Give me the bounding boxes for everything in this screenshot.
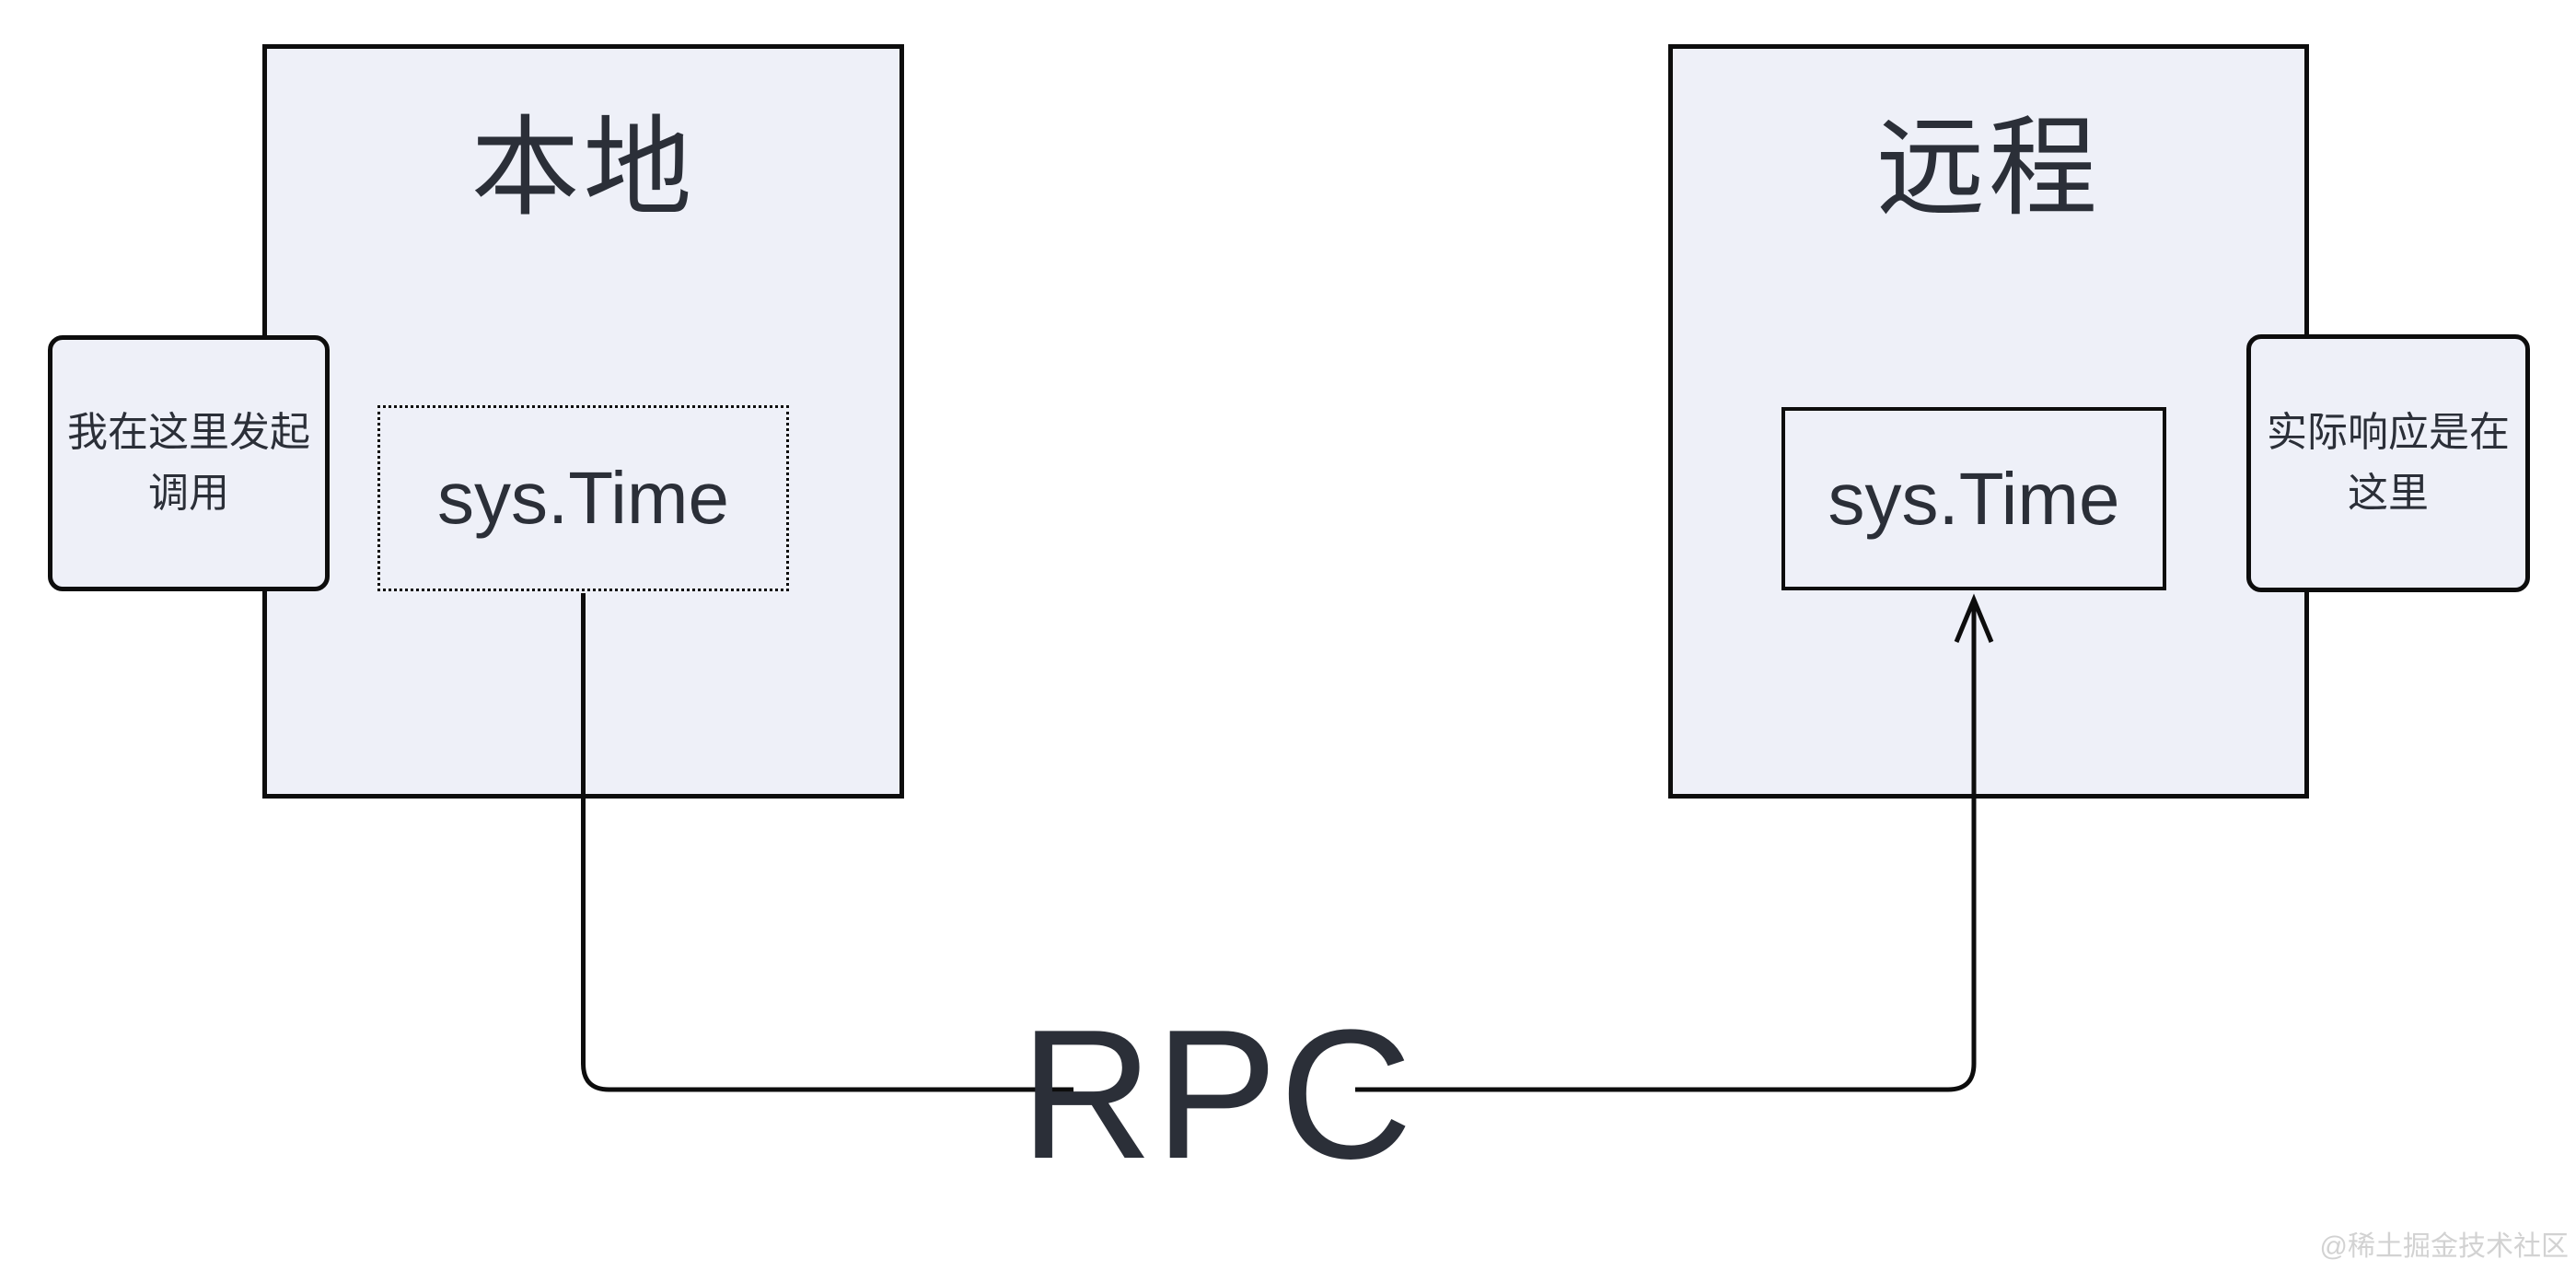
responder-note-line2: 这里 bbox=[2348, 471, 2429, 516]
remote-systime-box: sys.Time bbox=[1781, 407, 2166, 590]
caller-note-box: 我在这里发起 调用 bbox=[48, 335, 330, 591]
local-systime-label: sys.Time bbox=[436, 457, 730, 539]
local-host-title: 本地 bbox=[470, 108, 696, 229]
rpc-label: RPC bbox=[1019, 992, 1415, 1197]
local-systime-box: sys.Time bbox=[377, 405, 789, 591]
remote-systime-label: sys.Time bbox=[1828, 457, 2120, 540]
remote-host-title: 远程 bbox=[1875, 108, 2101, 229]
responder-note-box: 实际响应是在 这里 bbox=[2246, 334, 2530, 592]
caller-note-line2: 调用 bbox=[148, 471, 229, 516]
caller-note-line1: 我在这里发起 bbox=[67, 410, 310, 455]
watermark: @稀土掘金技术社区 bbox=[2319, 1231, 2569, 1262]
responder-note-line1: 实际响应是在 bbox=[2267, 410, 2510, 455]
